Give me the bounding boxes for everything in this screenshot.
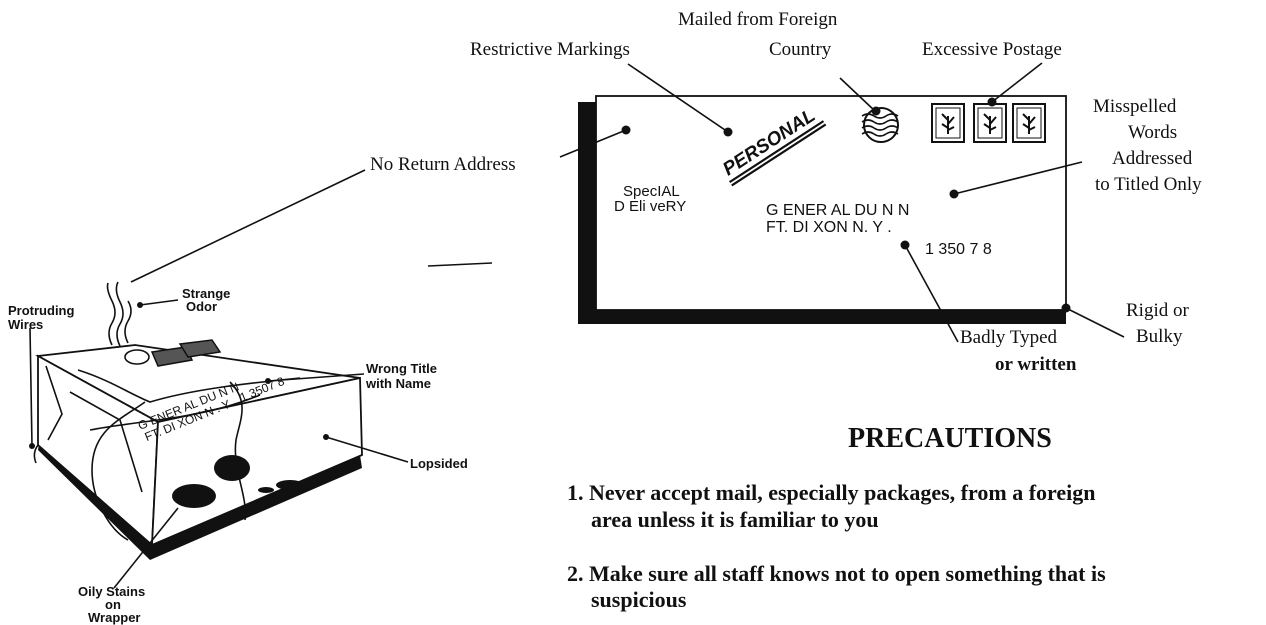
leader-to-package: [130, 169, 366, 283]
envelope: PERSONAL SpecIAL: [578, 95, 1067, 324]
stamp-icon: [1012, 103, 1046, 143]
precautions: PRECAUTIONS 1. Never accept mail, especi…: [567, 423, 1106, 612]
precaution-2-line-1: 2. Make sure all staff knows not to open…: [567, 561, 1106, 586]
dot-protruding: [29, 443, 35, 449]
envelope-labels: Restrictive Markings Mailed from Foreign…: [370, 9, 1202, 375]
envelope-zip: 1 350 7 8: [925, 241, 992, 258]
label-no-return-address: No Return Address: [370, 154, 516, 175]
leader-badly-typed: [904, 244, 959, 343]
dot-restrictive: [723, 127, 733, 137]
personal-underline-2: [731, 123, 827, 187]
dot-misspelled: [949, 189, 959, 199]
label-titled-line-1: Addressed: [1112, 148, 1193, 169]
label-oily-line-3: Wrapper: [88, 610, 141, 625]
precaution-1-line-1: 1. Never accept mail, especially package…: [567, 480, 1096, 505]
label-odor-line-1: Strange: [182, 286, 230, 301]
label-rigid-line-1: Rigid or: [1126, 300, 1189, 321]
label-excessive-postage: Excessive Postage: [922, 39, 1062, 60]
package-labels: Protruding Wires Strange Odor Wrong Titl…: [8, 286, 468, 625]
package: G ENER AL DU N N FT. DI XON N . Y . 1 35…: [29, 281, 409, 589]
label-protruding-line-2: Wires: [8, 317, 43, 332]
protruding-wires-icon: [33, 281, 132, 464]
leader-rigid: [1065, 307, 1125, 338]
label-restrictive-markings: Restrictive Markings: [470, 39, 630, 60]
label-rigid-line-2: Bulky: [1136, 326, 1183, 347]
oily-stain-icon: [172, 455, 304, 508]
leader-restrictive: [627, 63, 729, 133]
dot-foreign: [871, 106, 881, 116]
stamp-icon: [973, 103, 1007, 143]
leader-no-return: [559, 129, 627, 158]
label-titled-line-2: to Titled Only: [1095, 174, 1202, 195]
leader-odor: [139, 299, 179, 306]
dot-badly-typed: [900, 240, 910, 250]
leader-foreign: [839, 77, 876, 112]
package-fold: [45, 365, 63, 441]
envelope-address-line-2: FT. DI XON N. Y .: [766, 219, 892, 236]
package-string: [77, 369, 301, 541]
precaution-2-line-2: suspicious: [591, 587, 687, 612]
dot-no-return: [621, 125, 631, 135]
label-odor-line-2: Odor: [186, 299, 217, 314]
leader-protruding: [29, 327, 33, 447]
label-wrong-title-line-2: with Name: [365, 376, 431, 391]
special-delivery-line-1: SpecIAL: [623, 183, 680, 200]
dot-odor: [137, 302, 143, 308]
precaution-1-line-2: area unless it is familiar to you: [591, 507, 879, 532]
leader-postage: [991, 62, 1043, 103]
dot-lopsided: [323, 434, 329, 440]
label-foreign-line-2: Country: [769, 39, 832, 60]
leader-misspelled: [953, 161, 1083, 195]
envelope-leaders: [130, 62, 1125, 343]
stamp-icon: [931, 103, 965, 143]
personal-underline: [728, 120, 825, 184]
leader-wrong-title: [267, 373, 365, 382]
label-misspelled-line-1: Misspelled: [1093, 96, 1177, 117]
special-delivery-line-2: D Eli veRY: [614, 198, 686, 215]
postmark-icon: [861, 107, 899, 143]
label-misspelled-line-2: Words: [1128, 122, 1177, 143]
label-wrong-title-line-1: Wrong Title: [366, 361, 437, 376]
label-oily-line-1: Oily Stains: [78, 584, 145, 599]
dot-postage: [987, 97, 997, 107]
label-protruding-line-1: Protruding: [8, 303, 74, 318]
label-foreign-line-1: Mailed from Foreign: [678, 9, 838, 30]
envelope-address-line-1: G ENER AL DU N N: [766, 202, 909, 219]
leader-oily: [113, 507, 179, 589]
label-oily-line-2: on: [105, 597, 121, 612]
precautions-heading: PRECAUTIONS: [848, 423, 1052, 454]
label-badly-typed-line-2: or written: [995, 354, 1077, 375]
stray-mark: [427, 262, 493, 267]
dot-rigid: [1061, 303, 1071, 313]
package-shadow: [38, 438, 362, 560]
leader-lopsided: [325, 436, 409, 463]
label-badly-typed-line-1: Badly Typed: [960, 327, 1058, 348]
label-lopsided: Lopsided: [410, 456, 468, 471]
dot-wrong-title: [265, 378, 271, 384]
package-stamp-icon: [124, 339, 222, 367]
